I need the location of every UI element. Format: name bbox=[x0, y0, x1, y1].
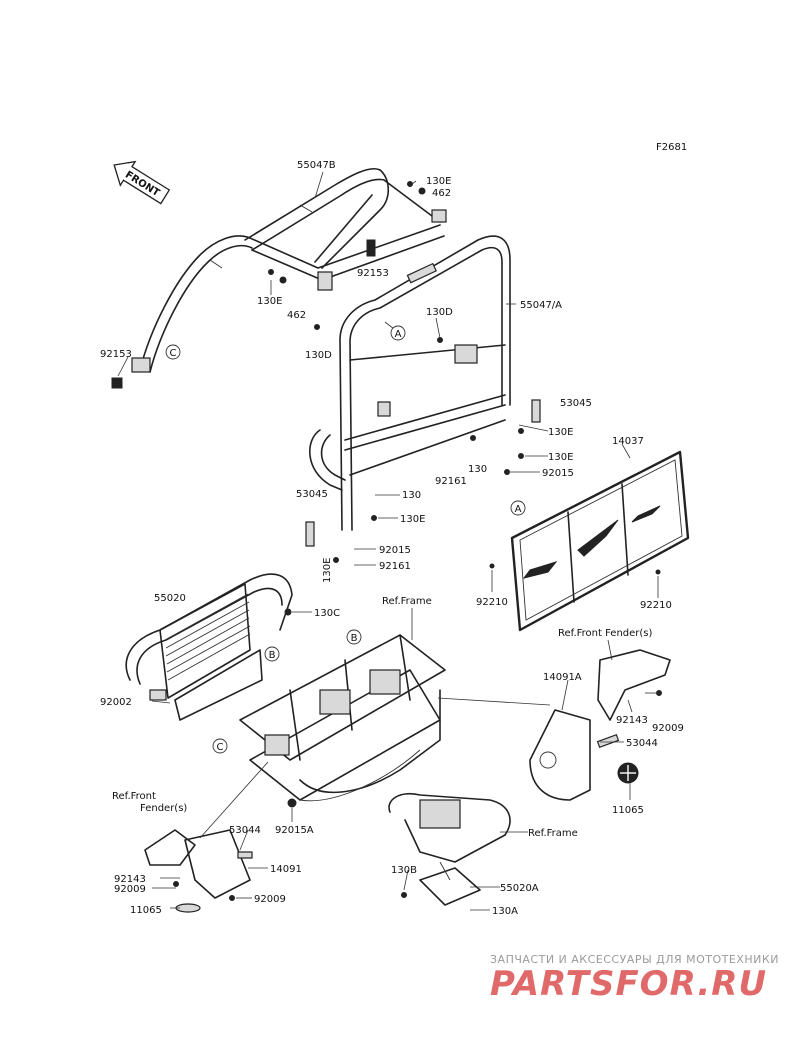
label-130B: 130B bbox=[391, 865, 417, 876]
skid-plate-55020A bbox=[388, 793, 511, 906]
front-direction-arrow: FRONT bbox=[113, 160, 171, 205]
svg-text:A: A bbox=[395, 329, 402, 340]
label-92009-r: 92009 bbox=[652, 723, 684, 734]
rear-screen-14037 bbox=[510, 450, 690, 632]
label-ref-frame-2: Ref.Frame bbox=[528, 828, 578, 839]
label-130E-low: 130E bbox=[322, 558, 333, 583]
svg-text:A: A bbox=[515, 504, 522, 515]
figure-code: F2681 bbox=[656, 142, 687, 153]
label-92015-r: 92015 bbox=[542, 468, 574, 479]
label-55020: 55020 bbox=[154, 593, 186, 604]
label-11065-r: 11065 bbox=[612, 805, 644, 816]
label-92009-l2: 92009 bbox=[254, 894, 286, 905]
svg-text:C: C bbox=[170, 348, 177, 359]
label-92161-r: 92161 bbox=[435, 476, 467, 487]
roll-bar-55047B bbox=[131, 168, 447, 373]
label-ref-front-l1: Ref.Front bbox=[112, 791, 156, 802]
label-130-r: 130 bbox=[468, 464, 487, 475]
front-guard-55020 bbox=[125, 573, 293, 721]
label-130E-l: 130E bbox=[400, 514, 425, 525]
svg-text:B: B bbox=[269, 650, 276, 661]
label-92161-l: 92161 bbox=[379, 561, 411, 572]
callout-C-frame: C bbox=[212, 738, 228, 754]
label-53045-right: 53045 bbox=[560, 398, 592, 409]
label-11065-l: 11065 bbox=[130, 905, 162, 916]
label-92009-l1: 92009 bbox=[114, 884, 146, 895]
callout-A-upper: A bbox=[390, 325, 406, 341]
label-ref-frame-1: Ref.Frame bbox=[382, 596, 432, 607]
label-92153-left: 92153 bbox=[100, 349, 132, 360]
mudflap-14091 bbox=[144, 829, 253, 913]
watermark: ЗАПЧАСТИ И АКСЕССУАРЫ ДЛЯ МОТОТЕХНИКИ PA… bbox=[490, 953, 779, 1004]
label-130E-left: 130E bbox=[257, 296, 282, 307]
label-130E-r1: 130E bbox=[548, 427, 573, 438]
label-53044-l: 53044 bbox=[229, 825, 261, 836]
label-ref-front-fender-r: Ref.Front Fender(s) bbox=[558, 628, 653, 639]
roll-frame-55047A bbox=[308, 235, 511, 531]
vehicle-frame bbox=[239, 634, 446, 802]
grille-mesh bbox=[164, 593, 251, 681]
svg-text:B: B bbox=[351, 633, 358, 644]
label-462-top: 462 bbox=[432, 188, 451, 199]
watermark-tagline: ЗАПЧАСТИ И АКСЕССУАРЫ ДЛЯ МОТОТЕХНИКИ bbox=[490, 953, 779, 966]
callout-B-frame: B bbox=[346, 629, 362, 645]
label-92210-r: 92210 bbox=[640, 600, 672, 611]
callout-C-upper: C bbox=[165, 344, 181, 360]
label-14091A: 14091A bbox=[543, 672, 582, 683]
label-130C: 130C bbox=[314, 608, 340, 619]
label-130E-top: 130E bbox=[426, 176, 451, 187]
label-92143-r: 92143 bbox=[616, 715, 648, 726]
label-92015-l: 92015 bbox=[379, 545, 411, 556]
label-55020A: 55020A bbox=[500, 883, 539, 894]
label-55047B: 55047B bbox=[297, 160, 336, 171]
callout-A-screen: A bbox=[510, 500, 526, 516]
svg-text:C: C bbox=[217, 742, 224, 753]
label-14091: 14091 bbox=[270, 864, 302, 875]
leader-lines bbox=[117, 171, 660, 911]
label-ref-front-l2: Fender(s) bbox=[140, 803, 187, 814]
label-14037: 14037 bbox=[612, 436, 644, 447]
label-55047A: 55047/A bbox=[520, 300, 562, 311]
label-92002: 92002 bbox=[100, 697, 132, 708]
label-53044-r: 53044 bbox=[626, 738, 658, 749]
label-92210-l: 92210 bbox=[476, 597, 508, 608]
callout-B-upper: B bbox=[264, 646, 280, 662]
label-462-left: 462 bbox=[287, 310, 306, 321]
label-92143-l: 92143 bbox=[114, 874, 146, 885]
label-92015A: 92015A bbox=[275, 825, 314, 836]
label-130-l: 130 bbox=[402, 490, 421, 501]
label-130A: 130A bbox=[492, 906, 518, 917]
label-130D-right: 130D bbox=[426, 307, 453, 318]
fasteners bbox=[111, 181, 662, 901]
label-130E-r2: 130E bbox=[548, 452, 573, 463]
part-labels: F2681 55047B 130E 462 92153 130E 462 130… bbox=[100, 142, 687, 917]
label-130D-left: 130D bbox=[305, 350, 332, 361]
watermark-logo: PARTSFOR.RU bbox=[490, 964, 767, 1004]
label-92153-mid: 92153 bbox=[357, 268, 389, 279]
mudflap-14091A bbox=[529, 649, 671, 801]
label-53045-left: 53045 bbox=[296, 489, 328, 500]
